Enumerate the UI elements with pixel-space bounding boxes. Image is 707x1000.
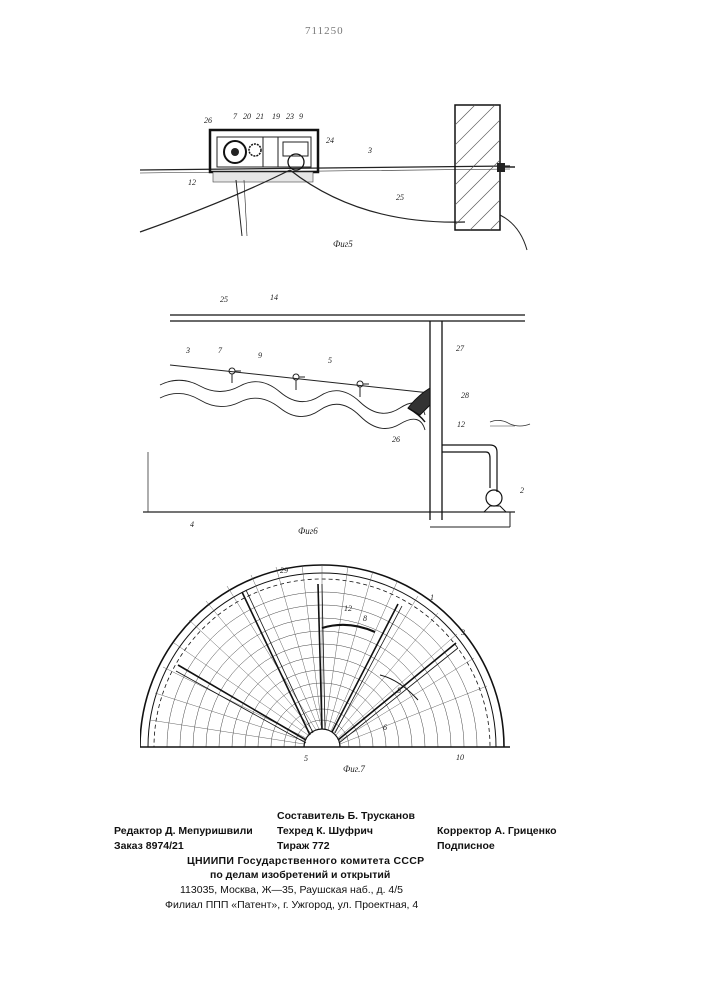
fig7-label-10: 10 bbox=[456, 753, 464, 762]
figure-7-drawing bbox=[0, 0, 707, 780]
fig7-label-29: 29 bbox=[280, 566, 288, 575]
imprint-corrector: Корректор А. Гриценко bbox=[437, 825, 557, 837]
fig7-label-12: 12 bbox=[344, 604, 352, 613]
fig7-label-3: 3 bbox=[461, 628, 465, 637]
imprint-subscription: Подписное bbox=[437, 840, 495, 852]
fig7-label-6: 6 bbox=[383, 723, 387, 732]
imprint-editor: Редактор Д. Мепуришвили bbox=[114, 825, 253, 837]
fig7-label-8a: 8 bbox=[363, 614, 367, 623]
imprint-org2: по делам изобретений и открытий bbox=[210, 869, 390, 881]
fig7-label-8b: 8 bbox=[397, 686, 401, 695]
imprint-address: 113035, Москва, Ж—35, Раушская наб., д. … bbox=[180, 884, 403, 896]
imprint-circulation: Тираж 772 bbox=[277, 840, 330, 852]
imprint-compiler: Составитель Б. Трусканов bbox=[277, 810, 415, 822]
fig7-label-5: 5 bbox=[304, 754, 308, 763]
imprint-branch: Филиал ППП «Патент», г. Ужгород, ул. Про… bbox=[165, 899, 418, 911]
imprint-techred: Техред К. Шуфрич bbox=[277, 825, 373, 837]
imprint-org1: ЦНИИПИ Государственного комитета СССР bbox=[187, 855, 424, 867]
imprint-order: Заказ 8974/21 bbox=[114, 840, 184, 852]
fig7-caption: Фиг.7 bbox=[343, 764, 365, 774]
fig7-label-1: 1 bbox=[430, 593, 434, 602]
